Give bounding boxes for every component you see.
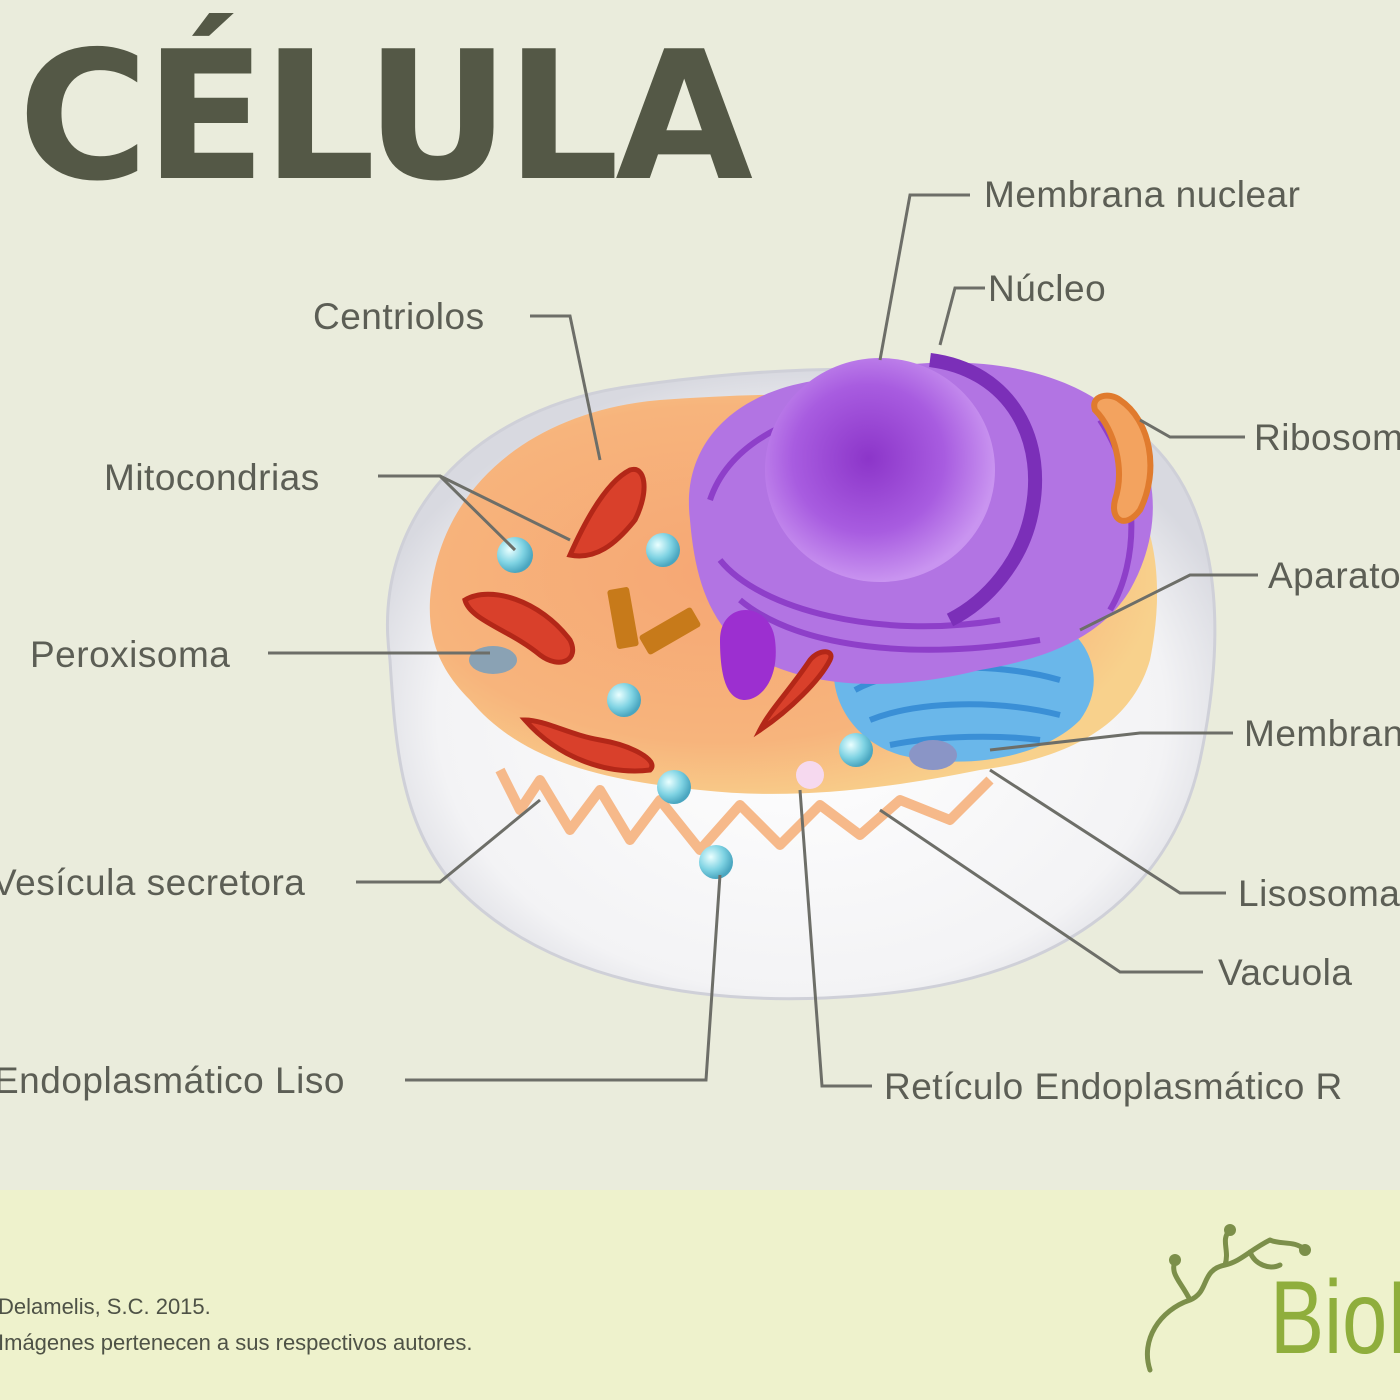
label-peroxisoma: Peroxisoma	[30, 634, 231, 675]
credit-line-1: Delamelis, S.C. 2015.	[0, 1294, 211, 1319]
label-membrana: Membrana	[1244, 713, 1400, 754]
peroxisome	[469, 646, 517, 674]
label-aparato: Aparato	[1268, 555, 1400, 596]
footer-band	[0, 1190, 1400, 1400]
er-fold-lines	[707, 397, 1135, 653]
mitochondria	[462, 466, 834, 774]
label-mitocondrias: Mitocondrias	[104, 457, 320, 498]
centrioles	[607, 587, 701, 655]
credit-line-2: Imágenes pertenecen a sus respectivos au…	[0, 1330, 473, 1355]
diagram-title: CÉLULA	[18, 13, 753, 220]
golgi	[1091, 392, 1154, 524]
cytoplasm-edge	[495, 767, 994, 855]
nuclear-envelope	[929, 353, 1043, 627]
nucleus	[765, 358, 995, 582]
label-membrana-nuclear: Membrana nuclear	[984, 174, 1301, 215]
cell-diagram	[268, 193, 1258, 1088]
label-re-rugoso: Retículo Endoplasmático R	[884, 1066, 1343, 1107]
label-lisosoma: Lisosoma	[1238, 873, 1400, 914]
label-vesicula: Vesícula secretora	[0, 862, 306, 903]
label-vacuola: Vacuola	[1218, 952, 1353, 993]
label-nucleo: Núcleo	[988, 268, 1107, 309]
logo-text: BioE	[1270, 1260, 1400, 1376]
tree-branch-icon	[1144, 1224, 1311, 1373]
secretory-blob	[720, 610, 776, 700]
lysosome	[909, 740, 957, 770]
label-ribosomas: Ribosomas	[1254, 417, 1400, 458]
label-re-liso: Endoplasmático Liso	[0, 1060, 345, 1101]
vesicles	[497, 533, 873, 879]
label-centriolos: Centriolos	[313, 296, 485, 337]
leader-lines	[268, 193, 1258, 1088]
